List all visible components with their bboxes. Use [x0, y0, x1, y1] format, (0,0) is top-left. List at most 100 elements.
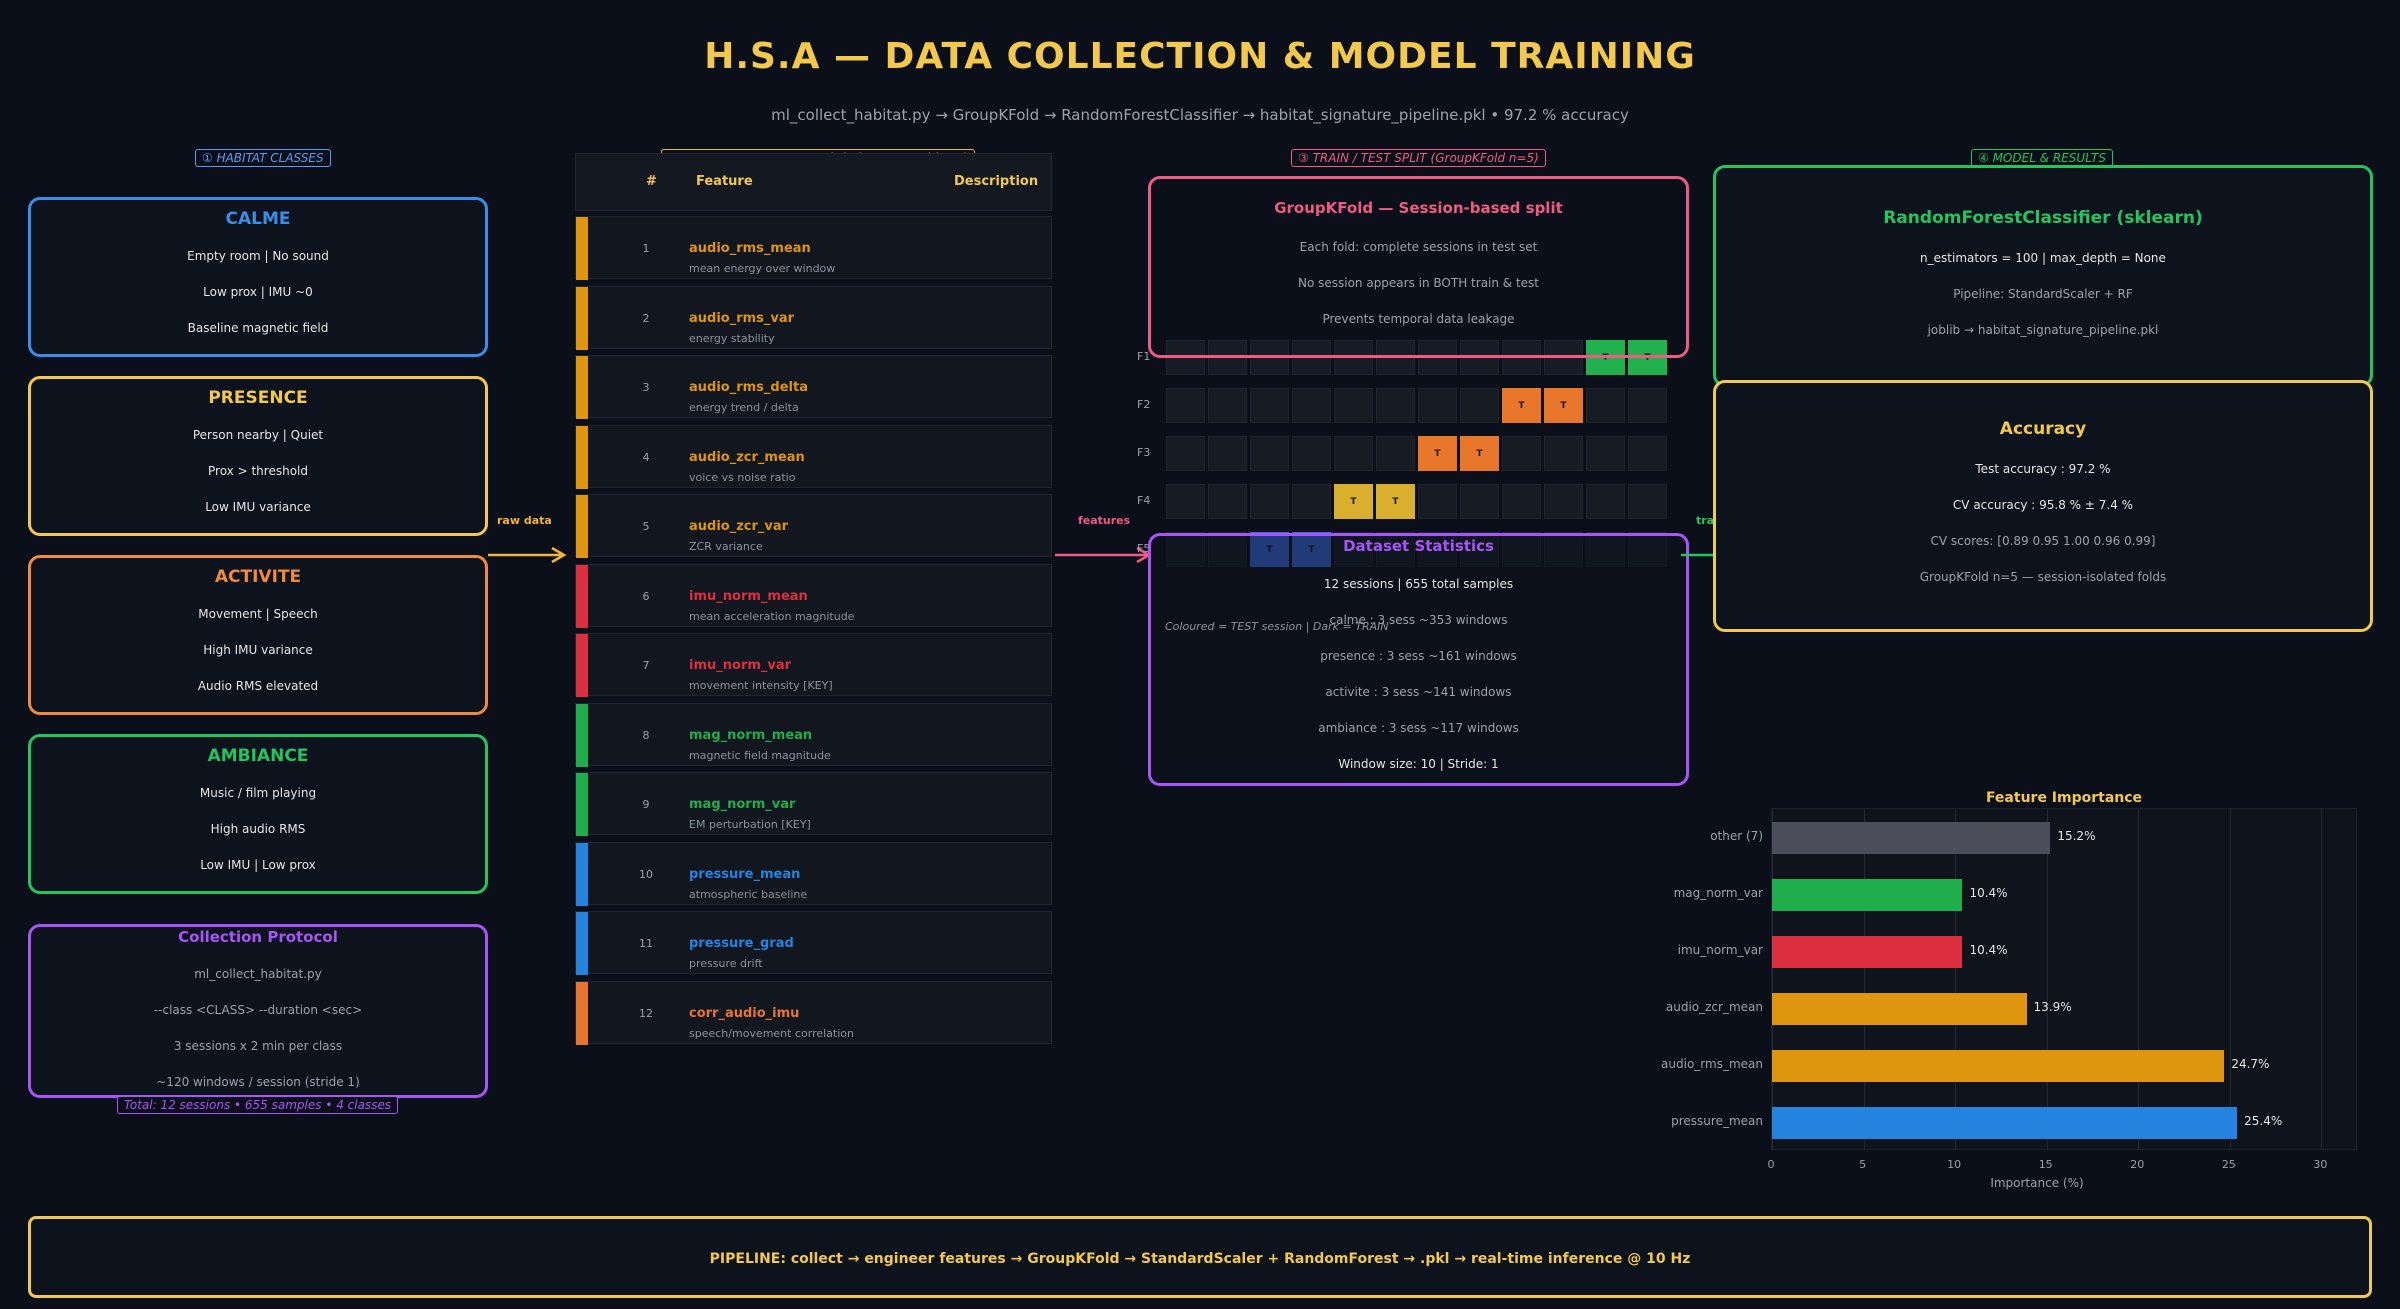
feature-name: imu_norm_var: [689, 658, 792, 673]
page-title: H.S.A — DATA COLLECTION & MODEL TRAINING: [704, 36, 1696, 77]
class-line: Baseline magnetic field: [187, 321, 329, 335]
fold-cell-train: [1502, 484, 1541, 519]
feature-row: 12 corr_audio_imu speech/movement correlat…: [575, 980, 1052, 1045]
section-label-model: ④ MODEL & RESULTS: [1971, 149, 2114, 167]
class-line: Audio RMS elevated: [197, 679, 319, 693]
grid-line: [1863, 809, 1865, 1149]
fold-cell-train: [1208, 388, 1247, 423]
feature-desc: movement intensity [KEY]: [689, 679, 833, 692]
feature-num: 6: [642, 589, 650, 603]
feature-desc: pressure drift: [689, 957, 763, 970]
feature-name: audio_zcr_mean: [689, 449, 805, 465]
pipeline-text: PIPELINE: collect → engineer features → …: [709, 1251, 1691, 1267]
bar-value-label: 24.7%: [2231, 1056, 2270, 1071]
fold-label: F3: [1137, 446, 1151, 459]
y-tick-label: other (7): [1710, 828, 1763, 843]
model-box: RandomForestClassifier (sklearn) n_estim…: [1713, 165, 2373, 387]
y-tick-label: audio_rms_mean: [1661, 1056, 1763, 1071]
model-title: RandomForestClassifier (sklearn): [1883, 208, 2203, 228]
feature-name: imu_norm_mean: [689, 588, 808, 604]
pipeline-footer: PIPELINE: collect → engineer features → …: [28, 1216, 2372, 1298]
x-tick-label: 15: [2038, 1158, 2053, 1171]
dataset-line: calme : 3 sess ~353 windows: [1329, 613, 1508, 627]
fold-cell-train: [1334, 388, 1373, 423]
bar-other-7-: [1772, 821, 2051, 854]
feature-table-header: # Feature Description: [575, 153, 1052, 211]
feature-desc: atmospheric baseline: [689, 887, 808, 901]
feature-color-strip: [576, 912, 588, 975]
feature-desc: energy trend / delta: [689, 401, 799, 414]
fold-label: F4: [1137, 494, 1151, 507]
fold-cell-train: [1544, 484, 1583, 519]
grid-line: [2229, 809, 2231, 1149]
accuracy-line: CV scores: [0.89 0.95 1.00 0.96 0.99]: [1930, 534, 2156, 548]
arrow-raw-data-icon: [488, 546, 567, 564]
collection-protocol-box: Collection Protocol ml_collect_habitat.p…: [28, 924, 488, 1098]
fold-cell-train: [1334, 436, 1373, 471]
y-tick-label: imu_norm_var: [1677, 942, 1763, 957]
grid-line: [2046, 809, 2048, 1149]
bar-value-label: 10.4%: [1969, 942, 2008, 957]
feature-color-strip: [576, 842, 588, 906]
fold-cell-train: [1292, 388, 1331, 423]
x-tick-label: 5: [1859, 1158, 1867, 1171]
feature-color-strip: [576, 981, 588, 1045]
feature-color-strip: [576, 495, 588, 558]
feature-num: 12: [639, 1006, 653, 1020]
protocol-line: --class <CLASS> --duration <sec>: [153, 1003, 363, 1017]
x-tick-label: 20: [2130, 1158, 2145, 1171]
groupkfold-title: GroupKFold — Session-based split: [1274, 199, 1563, 217]
fold-cell-train: [1208, 484, 1247, 519]
x-tick-label: 0: [1767, 1158, 1775, 1171]
model-line: joblib → habitat_signature_pipeline.pkl: [1927, 323, 2159, 337]
feature-color-strip: [576, 356, 588, 419]
fold-label: F2: [1137, 398, 1151, 411]
protocol-total: Total: 12 sessions • 655 samples • 4 cla…: [117, 1096, 399, 1114]
section-label-habitat: ① HABITAT CLASSES: [195, 149, 331, 167]
class-line: Prox > threshold: [208, 464, 308, 478]
fold-label: F5: [1137, 542, 1151, 555]
fold-cell-train: [1460, 484, 1499, 519]
y-tick-label: audio_zcr_mean: [1665, 999, 1763, 1014]
dataset-title: Dataset Statistics: [1343, 537, 1494, 555]
feature-num: 11: [639, 937, 653, 950]
protocol-line: 3 sessions x 2 min per class: [173, 1039, 343, 1053]
feature-name: mag_norm_var: [689, 797, 796, 812]
fold-cell-train: [1586, 484, 1625, 519]
fold-cell-train: [1628, 484, 1667, 519]
feature-desc: speech/movement correlation: [689, 1026, 854, 1040]
fold-cell-train: [1628, 436, 1667, 471]
feature-color-strip: [576, 773, 588, 836]
feature-desc: mean energy over window: [689, 262, 836, 275]
col-num: #: [646, 174, 657, 189]
dataset-line: ambiance : 3 sess ~117 windows: [1318, 721, 1519, 735]
feature-name: audio_zcr_var: [689, 519, 789, 534]
groupkfold-line: No session appears in BOTH train & test: [1297, 276, 1540, 290]
bar-value-label: 10.4%: [1969, 885, 2008, 900]
class-title: ACTIVITE: [214, 567, 302, 587]
protocol-line: ml_collect_habitat.py: [194, 967, 322, 981]
fold-cell-train: [1418, 484, 1457, 519]
bar-value-label: 13.9%: [2033, 999, 2072, 1014]
y-tick-label: pressure_mean: [1671, 1113, 1763, 1128]
fold-cell-train: [1586, 388, 1625, 423]
dataset-line: presence : 3 sess ~161 windows: [1320, 649, 1517, 663]
class-line: Low IMU | Low prox: [200, 858, 316, 872]
accuracy-title: Accuracy: [1999, 419, 2087, 439]
feature-num: 4: [642, 450, 650, 464]
fold-cell-train: [1376, 436, 1415, 471]
fold-cell-train: [1586, 436, 1625, 471]
bar-value-label: 15.2%: [2057, 828, 2096, 843]
feature-name: corr_audio_imu: [689, 1005, 800, 1021]
bar-audio-zcr-mean: [1772, 992, 2027, 1025]
x-tick-label: 30: [2313, 1158, 2328, 1171]
bar-audio-rms-mean: [1772, 1049, 2225, 1082]
accuracy-box: Accuracy Test accuracy : 97.2 % CV accur…: [1713, 380, 2373, 632]
